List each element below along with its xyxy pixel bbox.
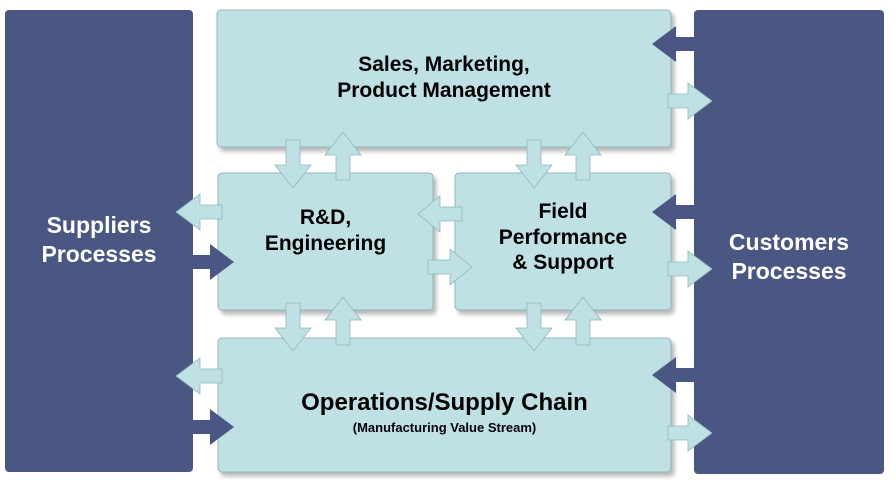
suppliers-label-line2: Processes — [41, 240, 157, 267]
suppliers-label-line1: Suppliers — [46, 212, 152, 238]
sales-box-label: Sales, Marketing, Product Management — [217, 52, 671, 103]
supplier-output-arrow-rnd — [188, 244, 234, 280]
sales-marketing-box — [216, 9, 672, 148]
ops-to-rnd-arrow — [324, 296, 362, 346]
sales-to-rnd-arrow — [274, 139, 312, 189]
rnd-box-label: R&D, Engineering — [218, 205, 433, 256]
operations-supply-chain-box — [217, 337, 672, 473]
suppliers-label: Suppliers Processes — [5, 211, 193, 269]
ops-label-title: Operations/Supply Chain — [301, 389, 588, 416]
field-to-customers-arrow — [667, 250, 713, 288]
ops-label-subtitle: (Manufacturing Value Stream) — [352, 420, 537, 436]
sales-label-line1: Sales, Marketing, — [358, 53, 530, 76]
field-label-line1: Field — [538, 200, 588, 223]
field-to-ops-arrow — [515, 302, 553, 352]
customer-input-arrow-sales — [652, 26, 700, 62]
customer-input-arrow-field — [652, 194, 700, 230]
field-to-rnd-arrow — [417, 195, 463, 233]
supplier-output-arrow-ops — [188, 409, 234, 445]
customers-label-line2: Processes — [731, 257, 847, 284]
ops-to-suppliers-arrow — [175, 357, 223, 395]
rnd-label-line2: Engineering — [264, 231, 387, 255]
customer-input-arrow-ops — [652, 357, 700, 393]
field-label-line3: & Support — [512, 251, 614, 275]
customers-label-line1: Customers — [728, 229, 850, 255]
ops-to-customers-arrow — [667, 414, 713, 452]
rnd-label-line1: R&D, — [299, 206, 352, 229]
rnd-to-field-arrow — [427, 248, 473, 286]
field-label-line2: Performance — [498, 225, 628, 249]
sales-to-customers-arrow — [667, 82, 713, 120]
rnd-to-ops-arrow — [274, 302, 312, 352]
customers-label: Customers Processes — [694, 228, 884, 286]
rnd-engineering-box — [217, 172, 434, 311]
sales-label-line2: Product Management — [337, 78, 551, 102]
field-box-label: Field Performance & Support — [455, 199, 671, 276]
rnd-to-sales-arrow — [324, 131, 362, 181]
ops-box-label: Operations/Supply Chain (Manufacturing V… — [218, 388, 671, 436]
customers-panel — [694, 10, 884, 474]
field-to-sales-arrow — [564, 131, 602, 181]
rnd-to-suppliers-arrow — [175, 193, 223, 231]
ops-to-field-arrow — [564, 296, 602, 346]
suppliers-panel — [5, 10, 193, 472]
sales-to-field-arrow — [515, 139, 553, 189]
field-performance-box — [454, 172, 672, 311]
